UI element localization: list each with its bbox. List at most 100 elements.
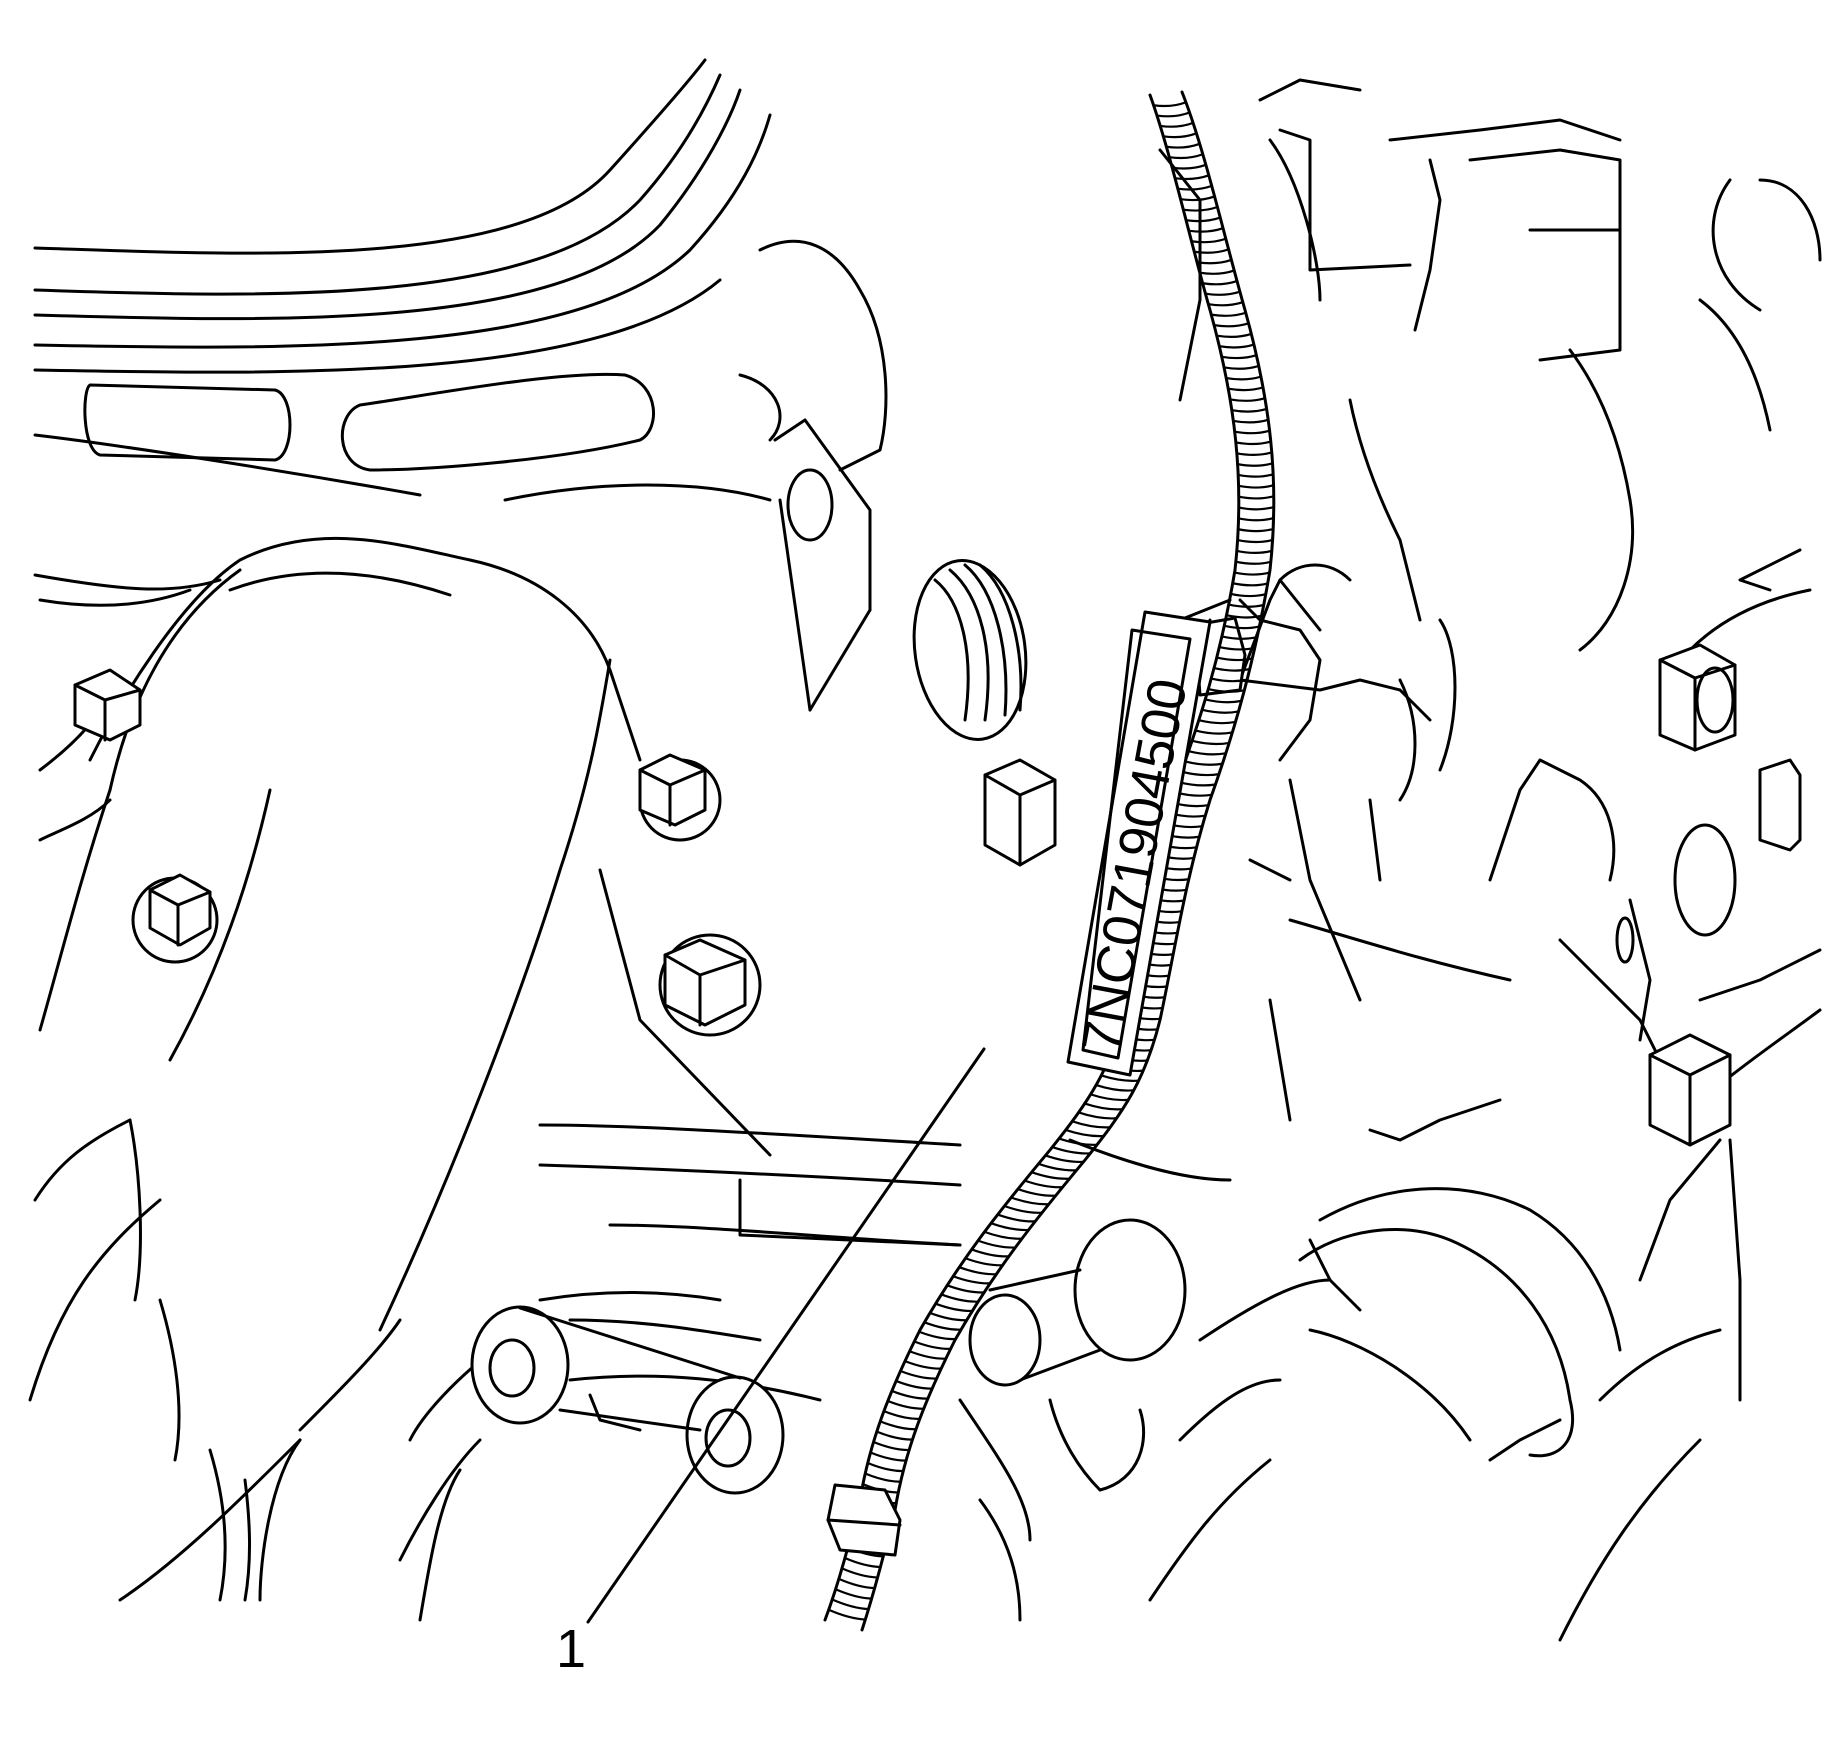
harness-rib [1051,1145,1092,1155]
callout-number: 1 [556,1619,586,1679]
bolt-icon [983,758,1057,867]
harness-rib [1044,1154,1085,1164]
harness-rib [1223,624,1261,630]
bushings [470,1305,785,1495]
harness-rib [1077,1111,1118,1120]
harness-rib [1237,484,1275,489]
harness-rib [864,1472,902,1483]
bolt-icon [658,933,762,1037]
bolt-icon [638,753,722,842]
harness-rib [923,1321,963,1331]
harness-rib [1030,1171,1071,1180]
harness-rib [1207,687,1246,693]
harness-rib [1176,780,1217,787]
bolt-icon [131,873,219,964]
harness-rib [1233,429,1271,435]
upper-cover [33,58,772,607]
harness-rib [1207,301,1244,307]
harness-rib [1227,386,1265,392]
harness-rib [1152,101,1188,108]
harness-rib [1201,708,1240,714]
harness-rib [882,1410,921,1421]
harness-rib [1095,1083,1135,1092]
harness-rib [866,1461,905,1473]
harness-rib [1204,698,1243,704]
harness-rib [1194,729,1234,735]
harness-rib [1176,184,1213,191]
harness-tag: 7NC071904500 [1066,610,1212,1077]
harness-rib [970,1248,1010,1258]
harness-rib [946,1284,986,1294]
harness-rib [1187,750,1227,756]
harness-rib [989,1222,1030,1232]
harness-rib [1173,174,1210,181]
harness-rib [1089,1093,1130,1102]
bolt-icon [1758,758,1802,852]
harness-rib [1083,1102,1124,1111]
harness-rib [1057,1137,1099,1146]
harness-rib [1210,677,1249,683]
harness-rib [903,1360,943,1370]
harness-rib [831,1598,870,1611]
harness-rib [1201,279,1239,286]
harness-rib [1168,153,1204,160]
harness-rib [1237,473,1275,478]
harness-rib [1229,592,1267,598]
harness-rib [1227,603,1265,608]
harness-rib [1187,227,1225,233]
harness-rib [1212,322,1250,328]
left-bolts [73,668,1057,1037]
bolt-icon [1648,1033,1732,1147]
harness-rib [890,1389,929,1400]
bolt-icon [1658,643,1737,752]
harness-rib [1237,506,1275,511]
harness-rib [1210,311,1247,317]
harness-rib [1215,332,1253,338]
coolant-hose [1148,1187,1622,1602]
harness-rib [1225,614,1263,619]
harness-rib [1179,195,1216,202]
harness-rib [1155,111,1191,118]
harness-rib [918,1330,957,1341]
harness-rib [1037,1162,1078,1172]
harness-rib [1100,1074,1140,1082]
harness-rib [976,1239,1017,1249]
harness-rib [1180,770,1221,777]
harness-rib [1182,205,1219,212]
harness-rib [1215,656,1254,662]
harness-rib [952,1275,992,1285]
harness-rib [894,1379,934,1390]
harness-rib [1003,1204,1044,1214]
callout-leader [586,1047,986,1624]
harness-rib [1220,354,1258,360]
harness-rib [869,1451,908,1462]
harness-rib [1236,462,1274,467]
harness-rib [875,1430,914,1441]
harness-rib [1064,1128,1105,1138]
upper-bracket [503,239,888,712]
harness-rib [1220,635,1259,640]
lower-cylinders [958,1218,1187,1622]
harness-rib [1023,1179,1064,1189]
harness-rib [928,1311,968,1322]
cover-slots [83,372,655,472]
harness-rib [908,1350,947,1360]
right-bolts [1615,643,1802,1147]
harness-rib [964,1257,1004,1267]
harness-rib [1162,132,1198,139]
harness-rib [843,1556,882,1569]
harness-rib [1016,1187,1057,1197]
harness-rib [1237,527,1275,533]
harness-rib [1225,375,1263,381]
harness-rib [834,1588,873,1600]
harness-rib [1235,549,1273,554]
harness-rib [1191,739,1231,746]
harness-rib [827,1608,867,1621]
harness-rib [1071,1120,1112,1129]
harness-rib [1236,538,1274,544]
harness-rib [1171,163,1207,170]
harness-rib [1195,258,1233,265]
harness-rib [1234,560,1272,565]
harness-rib [1184,216,1222,223]
